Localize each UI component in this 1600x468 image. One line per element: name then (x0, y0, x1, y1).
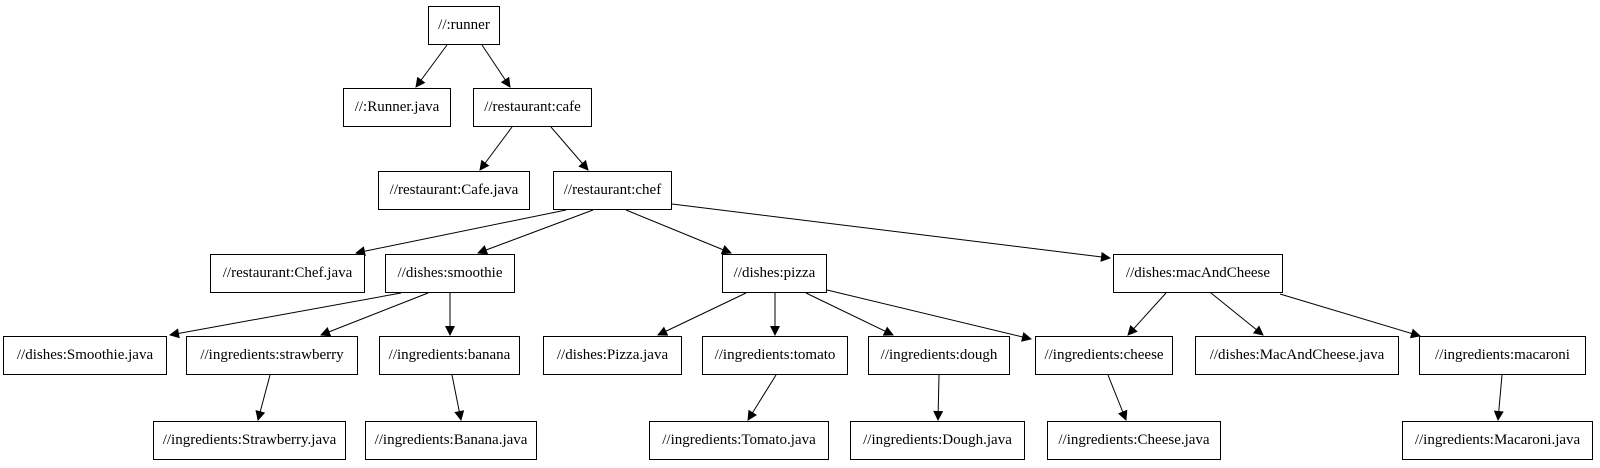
node-macandcheese: //dishes:macAndCheese (1113, 254, 1283, 293)
node-banana: //ingredients:banana (379, 336, 520, 375)
edge-pizza-to-dough (805, 292, 894, 336)
node-chef-java: //restaurant:Chef.java (210, 254, 365, 293)
node-runner: //:runner (428, 6, 500, 45)
edge-runner-to-cafe (481, 44, 511, 88)
node-cheese-java: //ingredients:Cheese.java (1047, 421, 1221, 460)
node-smoothie: //dishes:smoothie (385, 254, 515, 293)
edge-tomato-to-tomato-java (747, 374, 777, 421)
edge-pizza-to-pizza-java (657, 292, 747, 336)
node-smoothie-java: //dishes:Smoothie.java (3, 336, 167, 375)
edge-macandcheese-to-macaroni (1279, 293, 1421, 339)
node-cafe: //restaurant:cafe (473, 88, 592, 127)
edge-smoothie-to-strawberry (320, 292, 429, 337)
edge-banana-to-banana-java (451, 374, 465, 421)
edge-macaroni-to-macaroni-java (1493, 374, 1504, 421)
node-strawberry: //ingredients:strawberry (186, 336, 358, 375)
node-macandcheese-java: //dishes:MacAndCheese.java (1195, 336, 1399, 375)
edge-strawberry-to-strawberry-java (255, 374, 271, 421)
edge-pizza-to-cheese (826, 289, 1032, 342)
node-cheese: //ingredients:cheese (1035, 336, 1173, 375)
edge-runner-to-runner-java (415, 44, 448, 88)
node-chef: //restaurant:chef (553, 171, 672, 210)
node-banana-java: //ingredients:Banana.java (365, 421, 537, 460)
node-pizza: //dishes:pizza (722, 254, 827, 293)
edge-cheese-to-cheese-java (1107, 374, 1128, 421)
node-macaroni-java: //ingredients:Macaroni.java (1402, 421, 1593, 460)
edge-macandcheese-to-macandcheese-java (1210, 292, 1264, 336)
node-dough-java: //ingredients:Dough.java (850, 421, 1025, 460)
edge-chef-to-smoothie (477, 209, 594, 255)
node-macaroni: //ingredients:macaroni (1419, 336, 1586, 375)
edge-cafe-to-chef (550, 126, 589, 171)
node-pizza-java: //dishes:Pizza.java (543, 336, 682, 375)
node-strawberry-java: //ingredients:Strawberry.java (153, 421, 346, 460)
node-cafe-java: //restaurant:Cafe.java (378, 171, 530, 210)
edge-chef-to-chef-java (355, 209, 567, 257)
edge-chef-to-pizza (625, 209, 732, 255)
node-tomato: //ingredients:tomato (702, 336, 848, 375)
node-dough: //ingredients:dough (868, 336, 1010, 375)
node-runner-java: //:Runner.java (343, 88, 451, 127)
edge-smoothie-to-smoothie-java (169, 292, 402, 339)
edge-macandcheese-to-cheese (1127, 292, 1167, 336)
edge-chef-to-macandcheese (671, 203, 1111, 262)
node-tomato-java: //ingredients:Tomato.java (649, 421, 829, 460)
edge-dough-to-dough-java (933, 374, 944, 421)
edge-cafe-to-cafe-java (479, 126, 513, 171)
